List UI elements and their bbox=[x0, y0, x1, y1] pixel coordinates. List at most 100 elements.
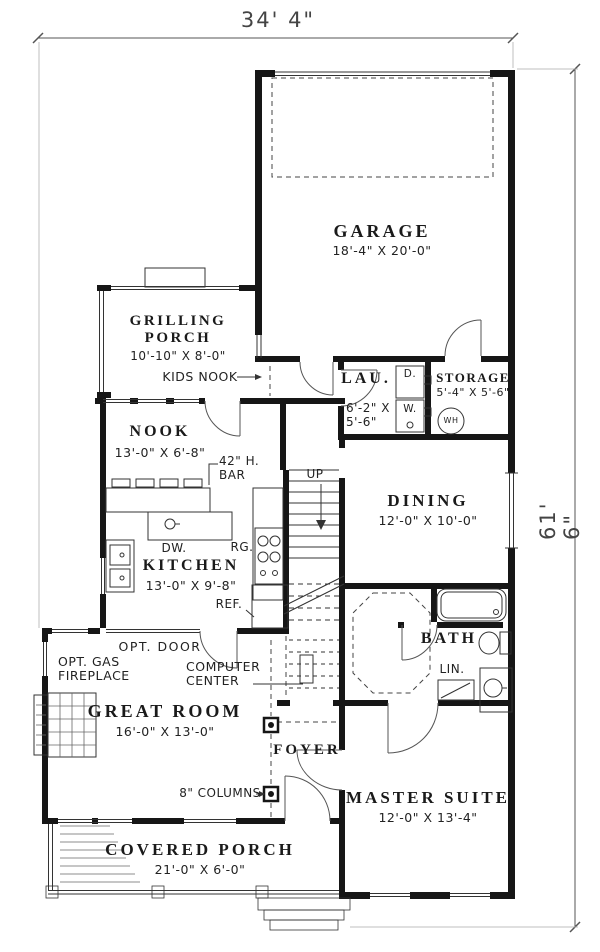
front-steps bbox=[269, 919, 339, 931]
wall bbox=[339, 706, 345, 750]
bar-leader bbox=[208, 463, 218, 485]
grilling-porch-size: 10'-10" X 8'-0" bbox=[130, 349, 226, 363]
kids-nook-label: KIDS NOOK bbox=[162, 369, 238, 384]
kitchen-fixtures bbox=[105, 478, 289, 629]
doors bbox=[199, 319, 482, 822]
bar-stool bbox=[111, 478, 131, 488]
storage-label: STORAGE bbox=[436, 370, 510, 385]
wall bbox=[333, 700, 345, 706]
wall bbox=[255, 70, 275, 77]
dim-tick bbox=[507, 32, 519, 44]
bath-fixtures bbox=[436, 588, 513, 713]
storage-size: 5'-4" X 5'-6" bbox=[436, 386, 510, 399]
wall bbox=[97, 285, 111, 291]
wall bbox=[437, 622, 503, 628]
garage-label: GARAGE bbox=[333, 221, 431, 241]
overall-width-dimension: 34' 4" bbox=[240, 8, 316, 32]
linen-door bbox=[440, 682, 471, 699]
leaders bbox=[208, 374, 303, 797]
dryer-label: D. bbox=[403, 368, 417, 380]
great-room-size: 16'-0" X 13'-0" bbox=[115, 724, 215, 739]
exterior-walls bbox=[42, 70, 515, 899]
wall bbox=[339, 478, 345, 700]
up-arrow-head bbox=[316, 520, 326, 530]
bath-label: BATH bbox=[420, 630, 478, 647]
wall bbox=[130, 398, 138, 404]
wall bbox=[490, 892, 515, 899]
stair-break-line bbox=[283, 583, 345, 615]
dining-label: DINING bbox=[387, 491, 469, 510]
linen-closet bbox=[437, 679, 475, 701]
bar-stool bbox=[159, 478, 179, 488]
vanity-basin bbox=[483, 678, 503, 698]
wall bbox=[333, 356, 445, 362]
overall-depth-dimension: 61' 6" bbox=[536, 501, 584, 541]
utility-hookup bbox=[423, 407, 432, 417]
washer-label: W. bbox=[403, 403, 417, 415]
column bbox=[262, 716, 280, 734]
laundry-fixtures bbox=[395, 365, 465, 435]
burner bbox=[269, 535, 281, 547]
grilling-porch-label: GRILLING PORCH bbox=[129, 313, 227, 347]
covered-porch-size: 21'-0" X 6'-0" bbox=[154, 862, 246, 877]
bar-stool bbox=[183, 478, 203, 488]
bar-label: 42" H. BAR bbox=[219, 454, 260, 482]
porch-deck bbox=[45, 824, 351, 931]
wall bbox=[330, 818, 345, 824]
sink-drain bbox=[119, 575, 125, 581]
wall bbox=[42, 676, 48, 824]
garage-size: 18'-4" X 20'-0" bbox=[332, 243, 432, 258]
wall bbox=[481, 356, 515, 362]
wall bbox=[345, 700, 388, 706]
tub bbox=[436, 588, 507, 622]
columns-label: 8" COLUMNS bbox=[179, 786, 261, 800]
wall bbox=[42, 818, 58, 824]
toilet-tank bbox=[499, 631, 512, 655]
covered-porch-label: COVERED PORCH bbox=[105, 840, 295, 859]
wall bbox=[339, 892, 370, 899]
wall bbox=[425, 362, 431, 440]
stair-break-line bbox=[283, 575, 345, 607]
wall bbox=[280, 404, 286, 470]
wall bbox=[132, 818, 184, 824]
stairs bbox=[283, 469, 345, 689]
foyer-label: FOYER bbox=[273, 742, 341, 758]
bar-stool bbox=[135, 478, 155, 488]
dashed-features bbox=[269, 77, 494, 818]
wall bbox=[398, 622, 404, 628]
kids-nook-arrowhead bbox=[255, 374, 262, 380]
range bbox=[254, 527, 284, 585]
master-suite-size: 12'-0" X 13'-4" bbox=[378, 810, 478, 825]
wall bbox=[262, 356, 300, 362]
wall bbox=[338, 362, 344, 370]
door-arc-opt-door bbox=[199, 630, 238, 669]
wall bbox=[283, 470, 289, 634]
wall bbox=[339, 790, 345, 898]
ref-leader bbox=[245, 609, 255, 618]
door-arc-garage-storage bbox=[444, 319, 482, 357]
column-core bbox=[268, 791, 274, 797]
wall bbox=[438, 700, 515, 706]
columns-arrowhead bbox=[259, 791, 265, 797]
computer-center-label: COMPUTER CENTER bbox=[186, 659, 261, 689]
wall bbox=[490, 70, 515, 77]
toilet-bowl bbox=[478, 631, 500, 655]
kitchen-sink bbox=[105, 539, 135, 593]
wall bbox=[508, 548, 515, 898]
porch-post bbox=[255, 885, 269, 899]
nook-label: NOOK bbox=[129, 423, 191, 440]
wall bbox=[345, 583, 515, 589]
windows bbox=[43, 71, 518, 897]
master-suite-label: MASTER SUITE bbox=[345, 788, 511, 807]
kitchen-island bbox=[147, 511, 233, 541]
wall bbox=[95, 398, 103, 404]
column-core bbox=[268, 722, 274, 728]
great-room-label: GREAT ROOM bbox=[87, 701, 243, 721]
prep-sink bbox=[164, 518, 176, 530]
utility-hookup bbox=[423, 375, 432, 385]
wall bbox=[100, 398, 106, 558]
interior-walls bbox=[237, 356, 515, 898]
front-steps bbox=[263, 909, 345, 921]
